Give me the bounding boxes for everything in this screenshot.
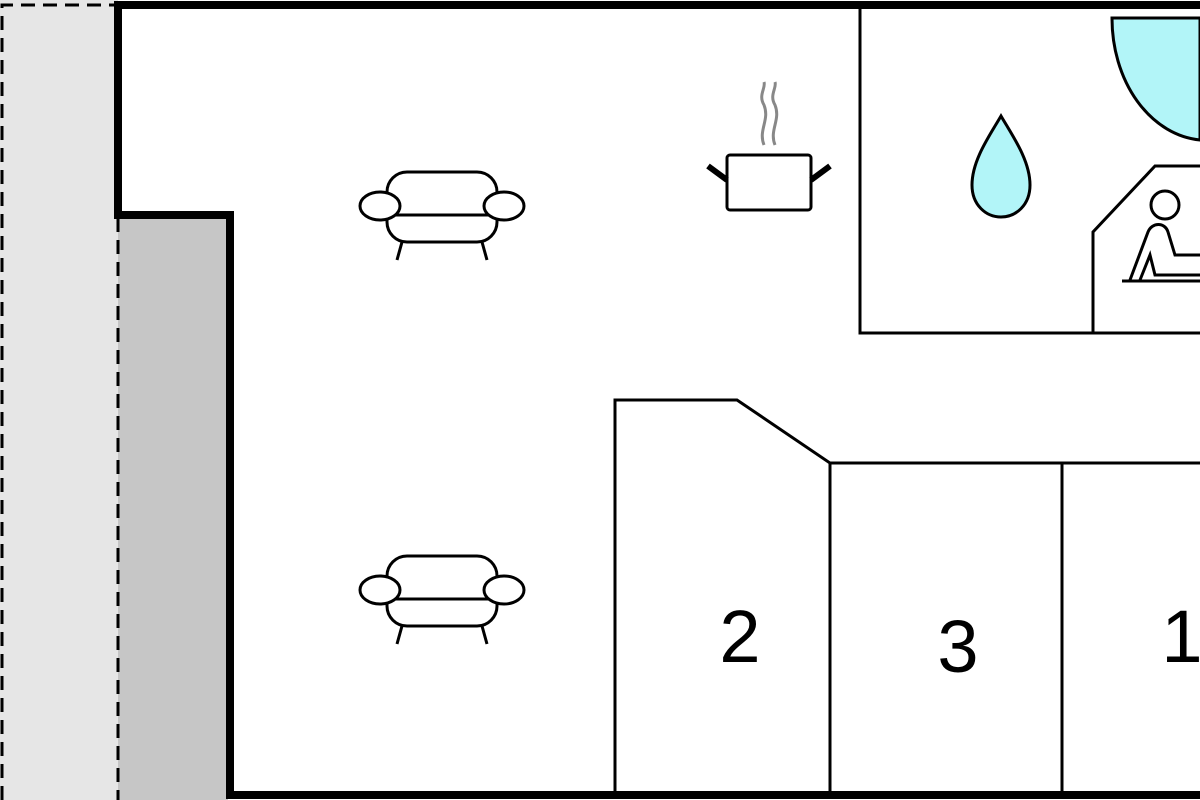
sofa-icon (358, 170, 526, 261)
water-drop-icon (970, 113, 1032, 219)
room-label-3: 3 (937, 605, 978, 688)
sauna-wall (1091, 164, 1200, 333)
room-label-2: 2 (719, 595, 760, 678)
bathroom-wall (858, 5, 1200, 335)
sofa-icon (358, 554, 526, 645)
terrace-dark (118, 218, 228, 800)
terrace-dashed-border (0, 3, 118, 800)
pool-icon (1110, 16, 1200, 142)
sauna-icon (1122, 189, 1200, 283)
cooking-pot-icon (706, 81, 832, 212)
terrace-light (0, 0, 118, 800)
room-label-1: 1 (1161, 595, 1200, 678)
bedroom-walls (830, 461, 1200, 795)
bedroom-2-wall (613, 398, 832, 795)
outer-wall (114, 1, 1200, 799)
